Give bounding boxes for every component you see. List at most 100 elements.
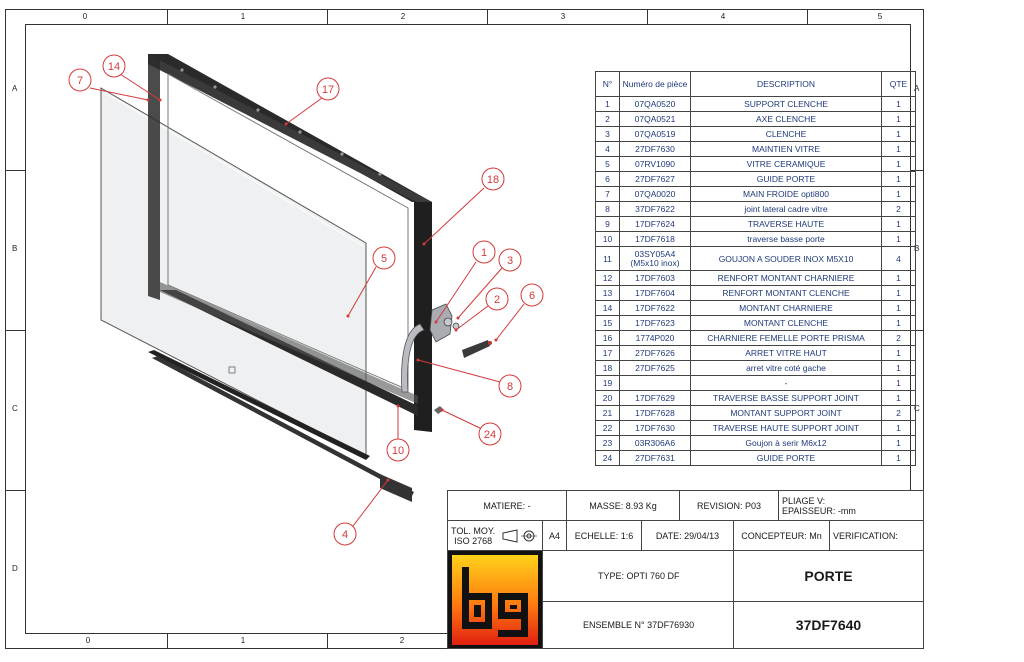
matiere-cell: MATIERE: - (447, 490, 567, 521)
bom-cell-no: 1 (595, 96, 620, 112)
bom-cell-no: 14 (595, 300, 620, 316)
bom-cell-no: 16 (595, 330, 620, 346)
border-left (5, 9, 6, 649)
bom-cell-qty: 1 (881, 375, 916, 391)
callout-10: 10 (392, 445, 404, 457)
zone-row-label: D (12, 564, 18, 573)
zone-col-label: 1 (240, 636, 246, 645)
callout-7: 8 (507, 381, 513, 393)
zone-col-label: 1 (240, 12, 246, 21)
zone-tick (487, 9, 488, 24)
bom-cell-qty: 1 (881, 270, 916, 286)
bom-cell-ref: 17DF7623 (619, 315, 691, 331)
zone-tick (5, 490, 25, 491)
zone-tick (647, 9, 648, 24)
latch-support (429, 303, 453, 343)
zone-tick (910, 330, 923, 331)
callout-4: 4 (342, 529, 348, 541)
bom-cell-ref: 17DF7629 (619, 390, 691, 406)
callout-8: 7 (77, 75, 83, 87)
pliage-cell: PLIAGE V:EPAISSEUR: -mm (778, 490, 924, 521)
bom-cell-desc: RENFORT MONTANT CLENCHE (690, 285, 882, 301)
callout-17: 17 (322, 84, 334, 96)
designer-cell: CONCEPTEUR: Mn (733, 520, 830, 551)
bom-cell-ref: 17DF7628 (619, 405, 691, 421)
callout-1: 1 (481, 247, 487, 259)
zone-tick (5, 330, 25, 331)
bom-cell-desc: MAINTIEN VITRE (690, 141, 882, 157)
bom-cell-no: 8 (595, 201, 620, 217)
zone-row-label: A (12, 84, 18, 93)
zone-row-label: A (914, 84, 920, 93)
bom-cell-desc: MONTANT CLENCHE (690, 315, 882, 331)
bom-cell-qty: 2 (881, 330, 916, 346)
zone-tick (327, 633, 328, 648)
format-cell: A4 (542, 520, 567, 551)
bom-cell-qty: 1 (881, 141, 916, 157)
callout-24: 24 (484, 429, 496, 441)
bom-cell-ref (619, 375, 691, 391)
bom-cell-ref: 17DF7630 (619, 420, 691, 436)
bom-cell-qty: 1 (881, 315, 916, 331)
bom-cell-ref: 07QA0020 (619, 186, 691, 202)
zone-tick (167, 9, 168, 24)
bom-cell-qty: 1 (881, 96, 916, 112)
bom-cell-ref: 07QA0519 (619, 126, 691, 142)
bom-cell-no: 23 (595, 435, 620, 451)
border-top (5, 9, 924, 10)
bom-cell-no: 15 (595, 315, 620, 331)
border-inner-left (25, 24, 26, 633)
bom-cell-qty: 1 (881, 360, 916, 376)
zone-row-label: C (914, 404, 920, 413)
zone-col-label: 4 (720, 12, 726, 21)
drawing-title: PORTE (733, 550, 924, 602)
bom-cell-desc: TRAVERSE BASSE SUPPORT JOINT (690, 390, 882, 406)
bom-cell-ref: 27DF7631 (619, 450, 691, 466)
bom-cell-ref: 27DF7630 (619, 141, 691, 157)
bom-cell-qty: 1 (881, 111, 916, 127)
logo-cell (447, 550, 543, 649)
bom-cell-desc: GOUJON A SOUDER INOX M5X10 (690, 246, 882, 271)
door-guide (462, 340, 490, 358)
bom-cell-qty: 1 (881, 300, 916, 316)
frame-bottom-bar (160, 290, 418, 416)
bom-cell-ref: 27DF7626 (619, 345, 691, 361)
bom-cell-no: 11 (595, 246, 620, 271)
bom-cell-desc: ARRET VITRE HAUT (690, 345, 882, 361)
bom-cell-ref: 03SY05A4 (M5x10 inox) (619, 246, 691, 271)
bom-cell-no: 10 (595, 231, 620, 247)
border-inner-bottom (25, 633, 447, 634)
bom-cell-no: 6 (595, 171, 620, 187)
bom-cell-desc: - (690, 375, 882, 391)
revision-cell: REVISION: P03 (679, 490, 779, 521)
ensemble-cell: ENSEMBLE N° 37DF76930 (542, 601, 734, 649)
bom-cell-desc: MONTANT SUPPORT JOINT (690, 405, 882, 421)
bom-cell-ref: 27DF7627 (619, 171, 691, 187)
bom-cell-no: 13 (595, 285, 620, 301)
bom-cell-ref: 07RV1090 (619, 156, 691, 172)
masse-cell: MASSE: 8.93 Kg (566, 490, 680, 521)
zone-col-label: 0 (82, 12, 88, 21)
bom-cell-qty: 2 (881, 201, 916, 217)
date-cell: DATE: 29/04/13 (641, 520, 734, 551)
bom-cell-ref: 17DF7603 (619, 270, 691, 286)
bom-cell-ref: 07QA0520 (619, 96, 691, 112)
bom-cell-desc: traverse basse porte (690, 231, 882, 247)
zone-row-label: B (914, 244, 920, 253)
bom-cell-no: 19 (595, 375, 620, 391)
bom-cell-no: 3 (595, 126, 620, 142)
bom-cell-qty: 1 (881, 171, 916, 187)
bom-cell-desc: CLENCHE (690, 126, 882, 142)
